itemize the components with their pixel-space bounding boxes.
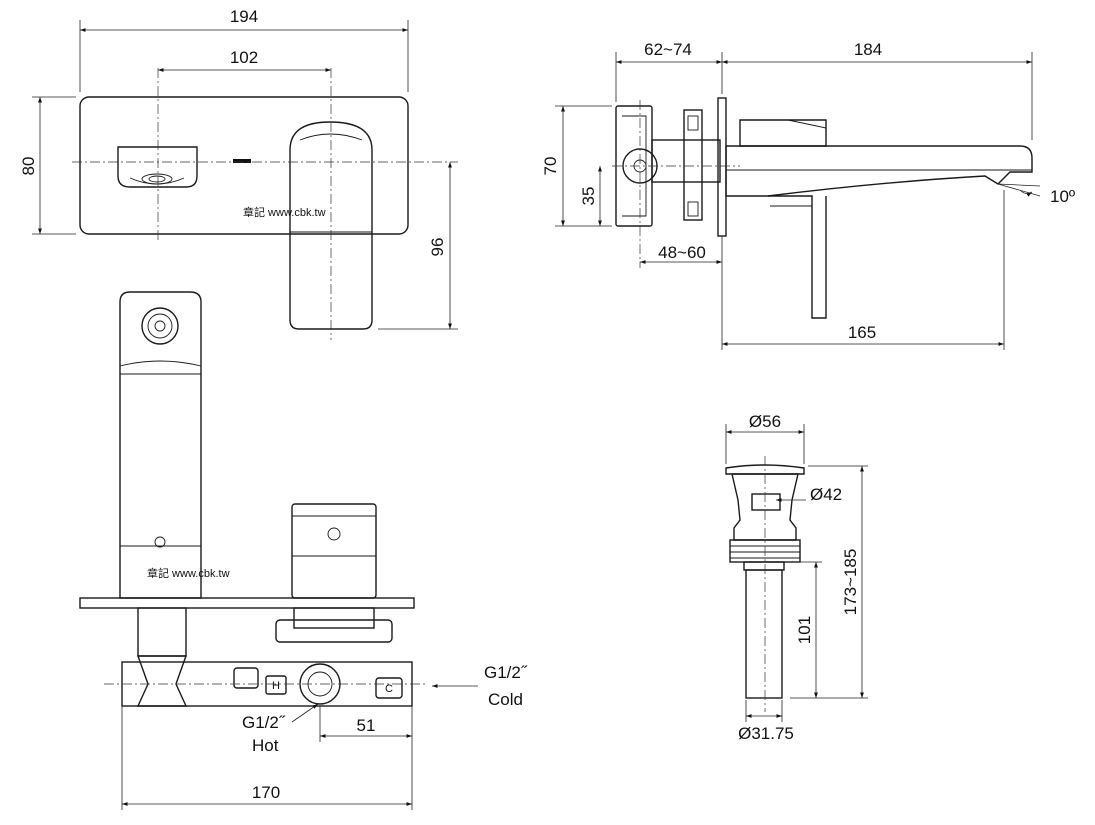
side-view: 62~74 184 70 35 48~60 165 10º (541, 40, 1075, 350)
cold-mark-text: C (385, 683, 393, 695)
cartridge-housing (275, 619, 393, 643)
front-view: 章記 www.cbk.tw 194 102 80 96 (19, 7, 458, 340)
spout-outlet (117, 146, 198, 188)
dim-194: 194 (230, 7, 258, 26)
drain-cap (725, 464, 805, 475)
dim-35: 35 (579, 187, 598, 206)
spout-side (725, 145, 1033, 197)
mounting-flange (683, 109, 703, 221)
watermark-text-2: 章記 www.cbk.tw (147, 566, 230, 580)
hot-label: Hot (252, 736, 279, 755)
dim-165: 165 (848, 323, 876, 342)
cold-label: Cold (488, 690, 523, 709)
handle-side (739, 119, 827, 147)
hot-thread-label: G1/2˝ (242, 713, 286, 732)
dim-184: 184 (854, 40, 882, 59)
dim-dia42: Ø42 (810, 485, 842, 504)
dim-48-60: 48~60 (658, 243, 706, 262)
dim-80: 80 (19, 157, 38, 176)
valve-cartridge (651, 139, 721, 183)
watermark-text: 章記 www.cbk.tw (243, 205, 326, 219)
base-plate (79, 597, 415, 609)
dim-62-74: 62~74 (644, 40, 692, 59)
dim-dia56: Ø56 (749, 412, 781, 431)
lever-handle (289, 121, 373, 330)
handle-front (291, 503, 377, 599)
pop-up-drain: Ø56 Ø42 173~185 101 Ø31.75 (725, 412, 868, 743)
indicator-mark (233, 159, 251, 163)
dim-170: 170 (252, 783, 280, 802)
spout-front (119, 291, 202, 599)
dim-dia31-75: Ø31.75 (738, 724, 794, 743)
dim-96: 96 (428, 238, 447, 257)
wall-plate (79, 96, 409, 235)
cold-thread-label: G1/2˝ (484, 663, 528, 682)
outlet-pipe (137, 607, 187, 657)
drain-tail-pipe (745, 569, 783, 699)
wall-plate-side (717, 97, 727, 237)
dim-102: 102 (230, 48, 258, 67)
hot-marker (265, 675, 287, 695)
hot-mark-text: H (272, 680, 280, 692)
dim-70: 70 (541, 157, 560, 176)
dim-51: 51 (357, 716, 376, 735)
angle-10: 10º (1050, 187, 1075, 206)
dim-101: 101 (795, 616, 814, 644)
dim-173-185: 173~185 (841, 549, 860, 616)
rough-in-view: 章記 www.cbk.tw H C G1/2˝ Cold G1/2˝ Hot (79, 291, 528, 810)
